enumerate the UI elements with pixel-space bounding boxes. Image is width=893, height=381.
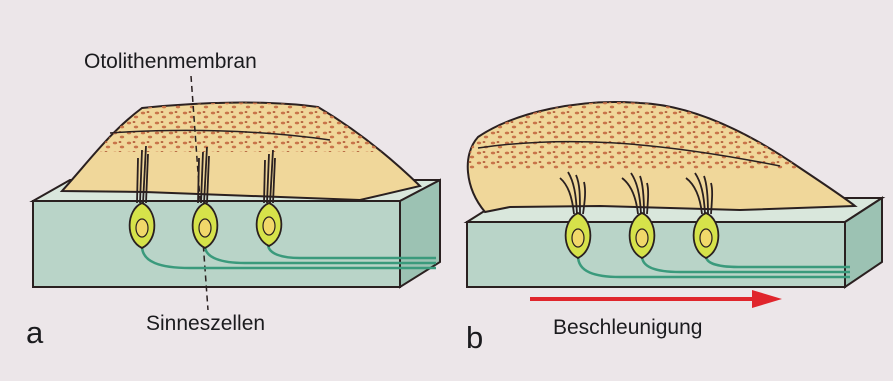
membrane-label: Otolithenmembran [84, 51, 257, 72]
panel-b [467, 100, 882, 308]
base-front-a [33, 201, 400, 287]
sensory-cells-label: Sinneszellen [146, 313, 265, 334]
panel-a-label: a [26, 317, 43, 348]
panel-a [33, 76, 440, 310]
panel-b-label: b [466, 322, 483, 353]
acceleration-label: Beschleunigung [553, 317, 702, 338]
otoliths-a [100, 100, 430, 152]
acceleration-arrow [530, 290, 782, 308]
otoliths-b [468, 100, 858, 170]
